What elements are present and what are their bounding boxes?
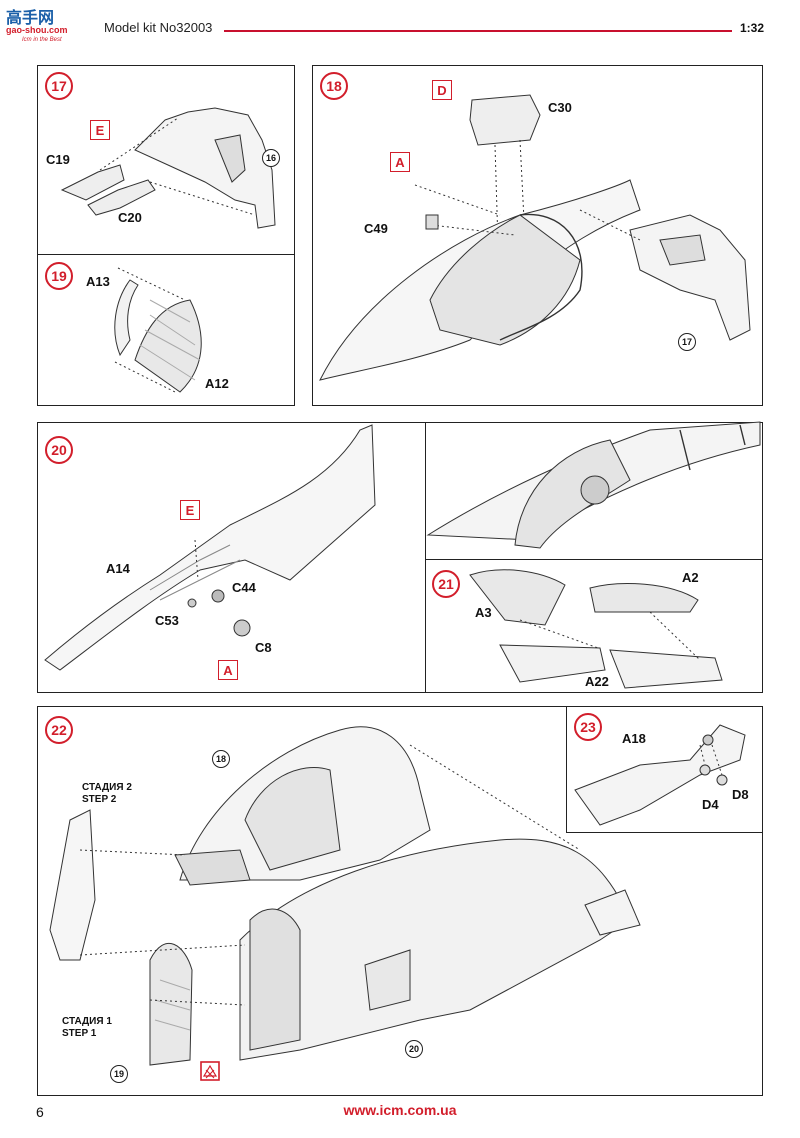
sprue-d-step18: D xyxy=(432,80,452,100)
header-divider xyxy=(224,30,732,32)
part-a14: A14 xyxy=(106,561,130,576)
part-c44: C44 xyxy=(232,580,256,595)
step-17-drawing xyxy=(60,107,276,229)
logo-subtext: gao-shou.com xyxy=(6,25,68,35)
step-17-badge: 17 xyxy=(45,72,73,100)
step-22-badge: 22 xyxy=(45,716,73,744)
part-c20: C20 xyxy=(118,210,142,225)
sprue-e-step17: E xyxy=(90,120,110,140)
page-header: 高手网 gao-shou.com Icm in the Best Model k… xyxy=(0,0,800,50)
model-kit-title: Model kit No32003 xyxy=(104,20,213,35)
stage-2-label: СТАДИЯ 2 STEP 2 xyxy=(82,782,132,806)
stage-1-label: СТАДИЯ 1 STEP 1 xyxy=(62,1016,112,1040)
page-number: 6 xyxy=(36,1104,44,1120)
part-d8: D8 xyxy=(732,787,749,802)
ref-step-16: 16 xyxy=(262,149,280,167)
step-19-drawing xyxy=(114,267,202,393)
part-a18: A18 xyxy=(622,731,646,746)
scale-label: 1:32 xyxy=(740,21,765,35)
sprue-a-step18: A xyxy=(390,152,410,172)
step-23-badge: 23 xyxy=(574,713,602,741)
stage-1-ru: СТАДИЯ 1 xyxy=(62,1016,112,1027)
part-c30: C30 xyxy=(548,100,572,115)
part-a13: A13 xyxy=(86,274,110,289)
logo-tagline: Icm in the Best xyxy=(22,37,62,43)
step-20-badge: 20 xyxy=(45,436,73,464)
step-21-drawing xyxy=(469,569,723,689)
step-19-badge: 19 xyxy=(45,262,73,290)
ref-step-17: 17 xyxy=(678,333,696,351)
website-link[interactable]: www.icm.com.ua xyxy=(343,1102,457,1118)
ref-step-18: 18 xyxy=(212,750,230,768)
part-c8: C8 xyxy=(255,640,272,655)
part-a12: A12 xyxy=(205,376,229,391)
stage-2-ru: СТАДИЯ 2 xyxy=(82,782,132,793)
ref-step-20: 20 xyxy=(405,1040,423,1058)
part-a2: A2 xyxy=(682,570,699,585)
step-22-drawing xyxy=(49,726,641,1066)
part-d4: D4 xyxy=(702,797,719,812)
brand-logo: 高手网 gao-shou.com Icm in the Best xyxy=(6,4,98,46)
sprue-a-step20: A xyxy=(218,660,238,680)
cockpit-detail-drawing xyxy=(426,421,761,549)
sprue-e-step20: E xyxy=(180,500,200,520)
stage-2-en: STEP 2 xyxy=(82,794,117,805)
step-18-drawing xyxy=(319,94,751,381)
step-21-badge: 21 xyxy=(432,570,460,598)
step-20-drawing xyxy=(44,424,376,671)
ref-step-19: 19 xyxy=(110,1065,128,1083)
part-a3: A3 xyxy=(475,605,492,620)
step-23-drawing xyxy=(574,724,746,826)
part-c53: C53 xyxy=(155,613,179,628)
stage-1-en: STEP 1 xyxy=(62,1028,97,1039)
part-c49: C49 xyxy=(364,221,388,236)
part-c19: C19 xyxy=(46,152,70,167)
step-18-badge: 18 xyxy=(320,72,348,100)
logo-text: 高手网 xyxy=(6,10,55,27)
part-a22: A22 xyxy=(585,674,609,689)
